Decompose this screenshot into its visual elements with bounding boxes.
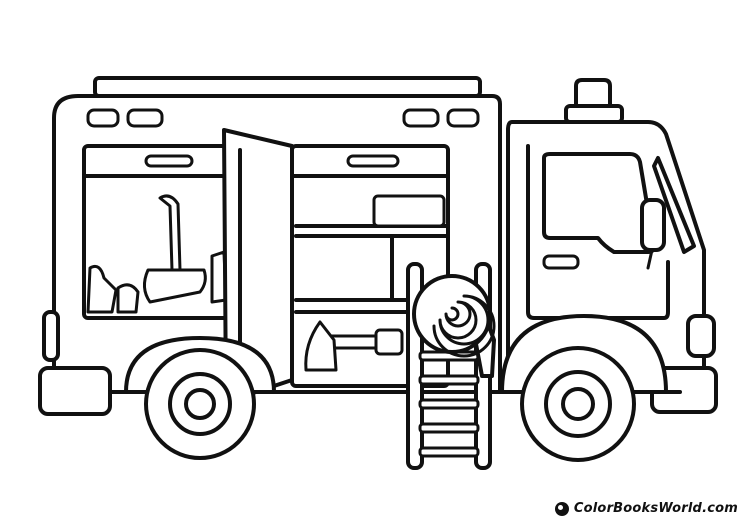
watermark-text: ColorBooksWorld.com — [573, 501, 738, 516]
rear-wheel — [144, 348, 256, 460]
marker-lights — [86, 108, 480, 128]
left-compartment — [82, 144, 236, 320]
right-compartment — [290, 144, 450, 388]
watermark: ColorBooksWorld.com — [554, 501, 738, 516]
front-wheel — [520, 346, 636, 462]
hose-reel — [412, 274, 496, 378]
fire-axe-icon — [304, 320, 338, 372]
logo-icon — [554, 501, 569, 516]
roof-rail — [93, 76, 482, 98]
beacon-light — [574, 78, 612, 108]
